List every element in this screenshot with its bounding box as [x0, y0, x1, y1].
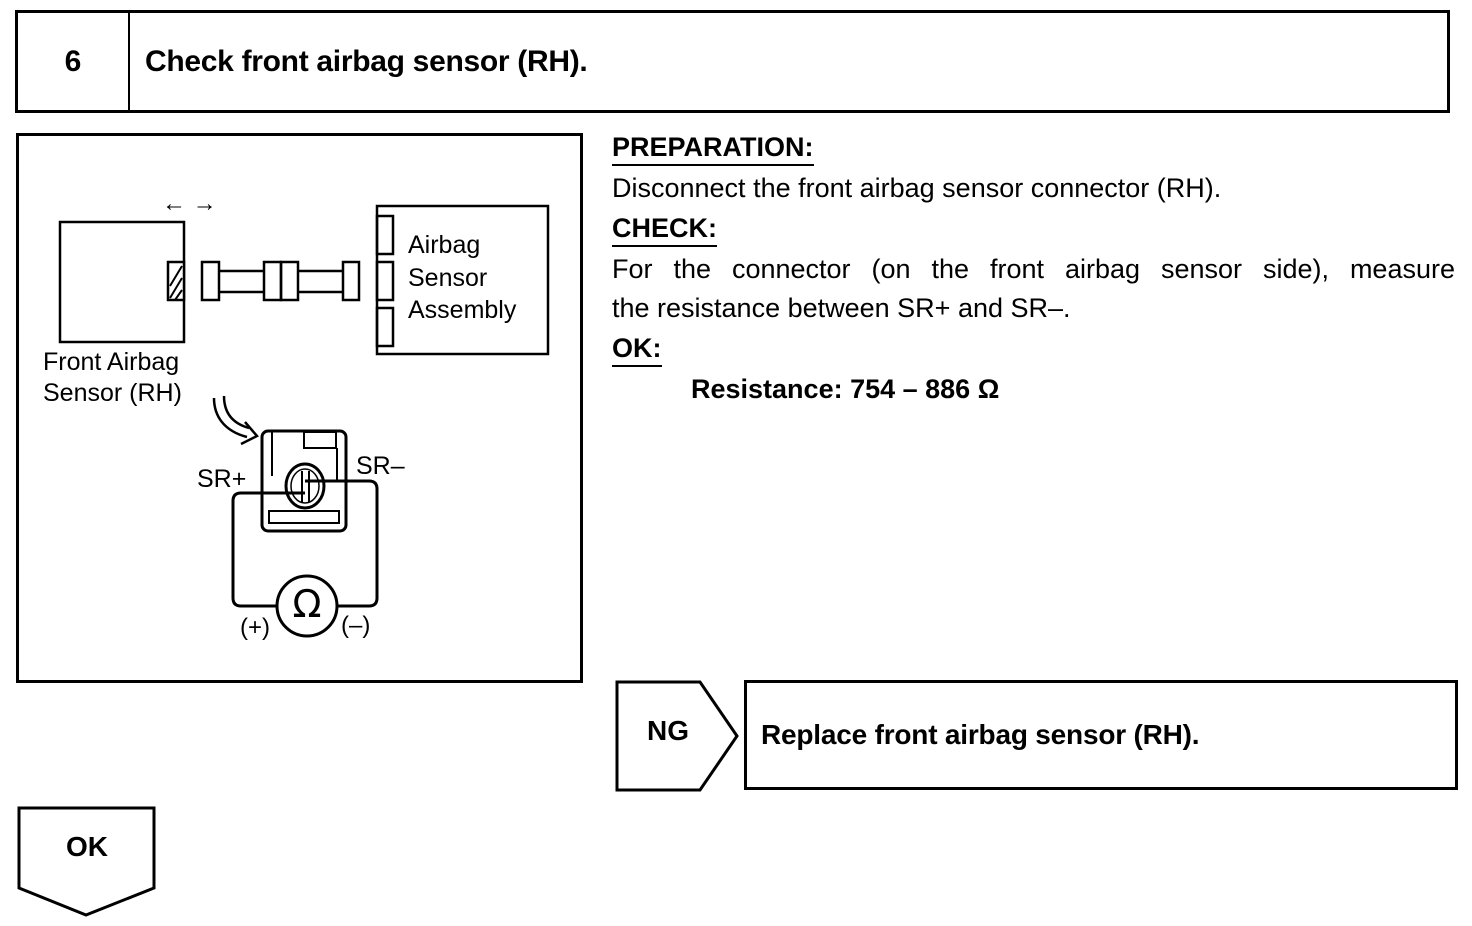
front-sensor-label: Front Airbag Sensor (RH)	[43, 347, 182, 409]
preparation-heading: PREPARATION:	[612, 130, 814, 166]
step-title: Check front airbag sensor (RH).	[145, 44, 588, 78]
ng-action-box: Replace front airbag sensor (RH).	[744, 680, 1458, 790]
assembly-label-line3: Assembly	[408, 296, 517, 324]
check-text-line1: For the connector (on the front airbag s…	[612, 253, 1455, 284]
terminal-sr-plus: SR+	[197, 465, 247, 493]
ohm-meter-icon: Ω	[292, 582, 322, 626]
ok-spec: Resistance: 754 – 886 Ω	[691, 373, 1000, 404]
check-text-line2: the resistance between SR+ and SR–.	[612, 293, 1071, 323]
ok-heading: OK:	[612, 331, 662, 367]
meter-positive-lead: (+)	[240, 614, 270, 641]
ng-label: NG	[647, 715, 689, 746]
diagram-svg	[58, 204, 550, 638]
instructions: PREPARATION: Disconnect the front airbag…	[612, 128, 1462, 409]
assembly-label-line1: Airbag	[408, 231, 481, 259]
ohmmeter-circle	[275, 574, 339, 638]
ok-label: OK	[66, 831, 108, 862]
meter-negative-lead: (–)	[341, 612, 371, 639]
assembly-label-line2: Sensor	[408, 263, 488, 292]
step-header: 6 Check front airbag sensor (RH).	[15, 10, 1450, 113]
ng-action-text: Replace front airbag sensor (RH).	[761, 719, 1200, 750]
wire-harness-connector	[200, 260, 361, 302]
diagram-illustration: ← → Front Airbag Sensor (RH) Airbag Sens…	[16, 133, 583, 683]
ng-branch-shape	[615, 680, 739, 792]
ohmmeter-leads	[231, 479, 379, 608]
assembly-label: Airbag Sensor Assembly	[408, 229, 516, 327]
terminal-sr-minus: SR–	[356, 452, 405, 480]
preparation-text: Disconnect the front airbag sensor conne…	[612, 173, 1222, 203]
front-sensor-label-line2: Sensor (RH)	[43, 379, 182, 407]
step-number: 6	[18, 13, 130, 110]
curved-arrow-icon	[212, 395, 259, 446]
front-airbag-sensor-body	[58, 220, 186, 344]
ok-branch-shape	[17, 806, 156, 917]
disconnect-arrows: ← →	[162, 190, 217, 217]
check-heading: CHECK:	[612, 211, 717, 247]
front-sensor-label-line1: Front Airbag	[43, 348, 180, 376]
